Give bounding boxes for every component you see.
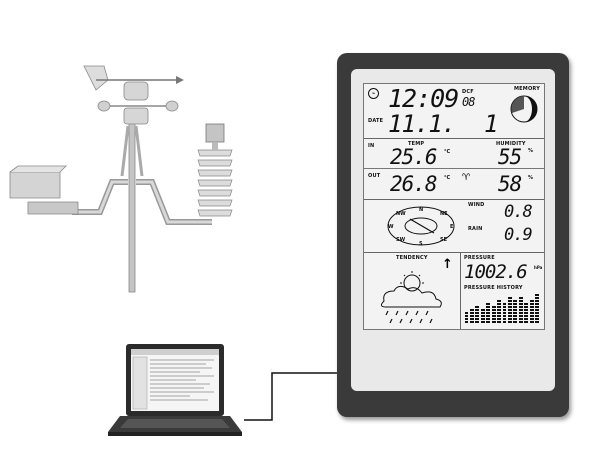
laptop — [108, 344, 242, 436]
date-value: 11.1. — [388, 110, 456, 138]
pressure-history-bar — [469, 309, 474, 323]
date-extra: 1 — [484, 110, 498, 138]
tendency-panel: TENDENCY ↑ — [364, 253, 461, 329]
pressure-value: 1002.6 — [464, 261, 528, 283]
compass-sw: SW — [396, 237, 406, 243]
rainfall: 0.9 — [504, 225, 533, 245]
compass-n: N — [419, 207, 423, 213]
pressure-history-bar — [529, 299, 534, 323]
console-bezel: ⌁ 12:09 DCF 08 MEMORY DATE 11.1. 1 IN TE… — [351, 69, 555, 391]
clock-row: ⌁ 12:09 DCF 08 MEMORY DATE 11.1. 1 — [364, 84, 544, 139]
pressure-history-bar — [464, 312, 469, 323]
pressure-history-label: PRESSURE HISTORY — [464, 285, 523, 291]
radio-signal-icon: ⌁ — [368, 88, 379, 99]
pressure-history-bar — [524, 302, 529, 323]
wind-speed: 0.8 — [504, 202, 533, 222]
pressure-unit: hPa — [534, 265, 543, 270]
thermo-hygro-sensor — [197, 123, 233, 217]
outdoor-humidity: 58 — [498, 172, 522, 196]
outdoor-temperature: 26.8 — [390, 172, 438, 196]
rain-label: RAIN — [468, 226, 483, 232]
outdoor-humidity-unit: % — [528, 175, 534, 181]
lcd-screen: ⌁ 12:09 DCF 08 MEMORY DATE 11.1. 1 IN TE… — [363, 83, 545, 330]
pressure-history-bar — [535, 294, 539, 323]
indoor-humidity: 55 — [498, 145, 522, 169]
compass-se: SE — [440, 237, 448, 243]
indoor-temp-unit: °C — [444, 149, 451, 155]
indoor-humidity-unit: % — [528, 148, 534, 154]
moon-phase-icon — [510, 95, 538, 123]
temp-humidity-row: IN TEMP HUMIDITY 25.6 °C 55 % OUT 26.8 °… — [364, 139, 544, 200]
compass-nw: NW — [396, 211, 406, 217]
wind-label: WIND — [468, 202, 485, 208]
cable-laptop — [244, 372, 338, 421]
pressure-history-bar — [480, 308, 485, 323]
pressure-history-bar — [486, 303, 491, 323]
pressure-label: PRESSURE — [464, 255, 495, 261]
humidity-label: HUMIDITY — [496, 141, 526, 147]
sensor-signal-icon: ♈ — [462, 173, 471, 183]
outdoor-temp-unit: °C — [444, 175, 451, 181]
pressure-history-bar — [513, 299, 518, 323]
in-label: IN — [368, 143, 375, 149]
temp-divider — [364, 168, 544, 169]
date-label: DATE — [368, 118, 384, 124]
wind-vane — [83, 65, 184, 101]
pressure-history-bar — [475, 306, 480, 323]
temp-label: TEMP — [408, 141, 425, 147]
indoor-temperature: 25.6 — [390, 145, 438, 169]
pressure-history-bar — [491, 305, 496, 323]
tendency-arrow-icon: ↑ — [442, 257, 453, 272]
wind-compass: NW N NE W E SW S SE — [387, 206, 455, 247]
compass-w: W — [388, 224, 394, 230]
out-label: OUT — [368, 173, 381, 179]
forecast-sun-cloud-rain-icon — [380, 271, 442, 324]
tendency-label: TENDENCY — [396, 255, 428, 261]
rain-gauge — [9, 165, 79, 215]
clock-seconds: 08 — [462, 95, 475, 109]
weather-station-console: ⌁ 12:09 DCF 08 MEMORY DATE 11.1. 1 IN TE… — [337, 53, 569, 417]
wind-rain-row: NW N NE W E SW S SE WIND 0.8 RAIN 0.9 — [364, 200, 544, 253]
compass-e: E — [450, 224, 454, 230]
sensor-mast — [72, 119, 212, 293]
clock-time: 12:09 — [388, 84, 459, 113]
pressure-history-chart — [464, 293, 540, 323]
pressure-history-bar — [518, 296, 523, 323]
dcf-label: DCF — [462, 89, 474, 95]
pressure-history-bar — [497, 300, 501, 323]
pressure-row: TENDENCY ↑ — [364, 253, 544, 329]
pressure-history-bar — [502, 302, 507, 323]
compass-ne: NE — [440, 211, 448, 217]
pressure-history-bar — [507, 297, 512, 323]
compass-s: S — [419, 241, 423, 247]
anemometer — [97, 100, 179, 125]
memory-label: MEMORY — [514, 86, 541, 92]
